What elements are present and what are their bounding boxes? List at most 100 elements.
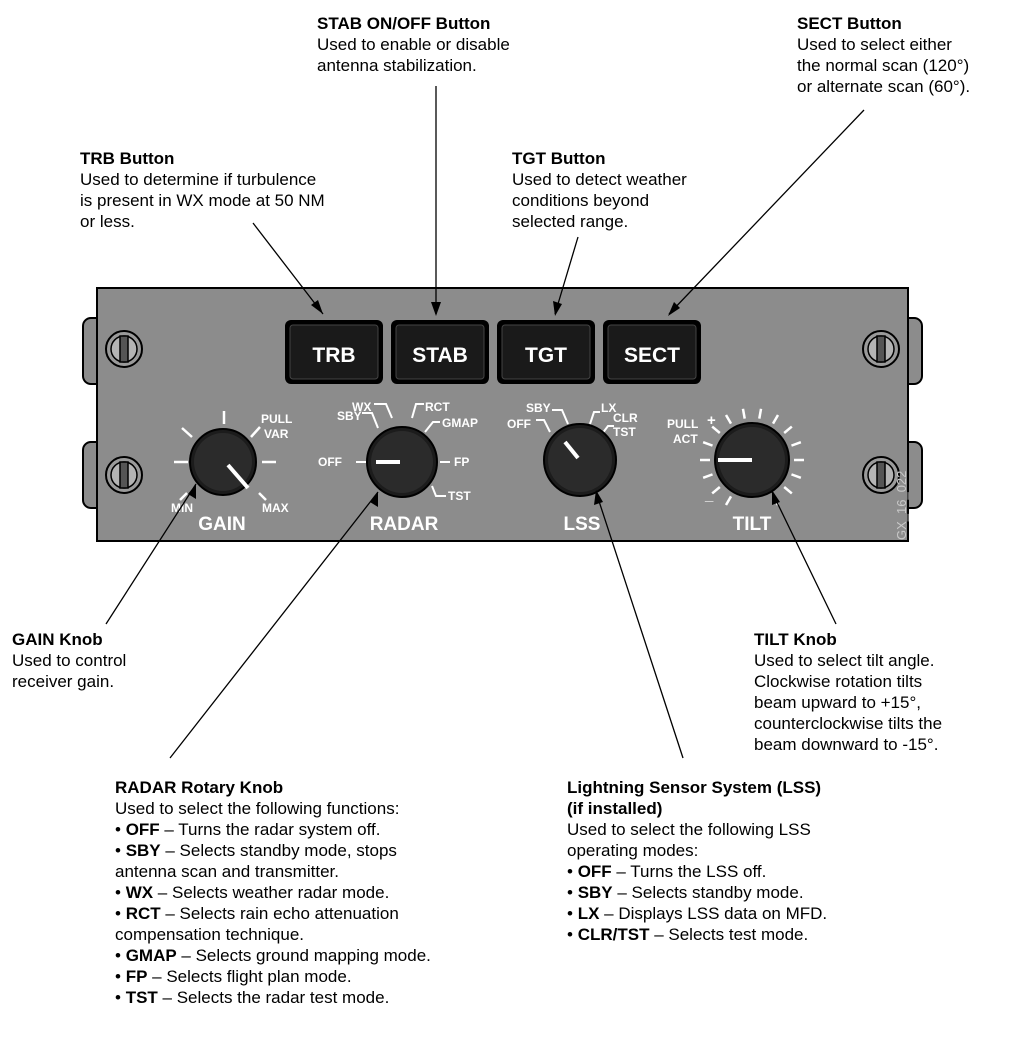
screw-icon: [105, 330, 143, 368]
leader-line-sect: [668, 109, 865, 315]
radar-knob[interactable]: [366, 426, 438, 498]
tilt-act-label: ACT: [673, 432, 698, 446]
sect-callout-title: SECT Button: [797, 14, 902, 33]
radar-fp-label: FP: [454, 455, 469, 469]
leader-line-trb: [252, 222, 324, 315]
radar-item-text: – Selects standby mode, stops: [160, 841, 397, 860]
lss-lx-label: LX: [601, 401, 616, 415]
tilt-scale-tick: [791, 473, 802, 479]
right-ear-bottom: [907, 441, 923, 509]
stab-callout-title: STAB ON/OFF Button: [317, 14, 491, 33]
gain-callout-line: receiver gain.: [12, 672, 115, 691]
radar-callout-title: RADAR Rotary Knob: [115, 778, 284, 797]
radar-rct-label: RCT: [425, 400, 450, 414]
radar-item-key: GMAP: [125, 946, 177, 965]
trb-callout-line: or less.: [80, 212, 135, 231]
tgt-callout-title: TGT Button: [512, 149, 606, 168]
lss-callout-intro: Used to select the following LSS: [567, 820, 811, 839]
gain-callout: GAIN Knob Used to control receiver gain.: [12, 629, 126, 692]
tilt-callout-line: Used to select tilt angle.: [754, 651, 935, 670]
lss-callout-title: (if installed): [567, 799, 663, 818]
lss-item-text: – Selects test mode.: [649, 925, 809, 944]
radar-callout: RADAR Rotary Knob Used to select the fol…: [115, 777, 431, 1008]
trb-button[interactable]: TRB: [285, 320, 383, 384]
radar-item-key: SBY: [125, 841, 161, 860]
radar-item: • OFF – Turns the radar system off.: [115, 820, 381, 839]
radar-wx-label: WX: [352, 400, 371, 414]
lss-item-key: SBY: [577, 883, 613, 902]
tilt-scale-tick: [724, 495, 733, 506]
radar-item-key: TST: [125, 988, 158, 1007]
tilt-callout-line: counterclockwise tilts the: [754, 714, 943, 733]
sect-callout: SECT Button Used to select either the no…: [797, 13, 970, 97]
gain-callout-title: GAIN Knob: [12, 630, 103, 649]
tilt-knob-scale: [700, 408, 804, 506]
lss-off-label: OFF: [507, 417, 531, 431]
leader-line-lss: [595, 491, 684, 759]
lss-item-key: LX: [577, 904, 600, 923]
tilt-callout: TILT Knob Used to select tilt angle. Clo…: [754, 629, 942, 755]
lss-item: • LX – Displays LSS data on MFD.: [567, 904, 828, 923]
tilt-scale-tick: [791, 441, 802, 447]
radar-item-key: RCT: [125, 904, 161, 923]
stab-callout: STAB ON/OFF Button Used to enable or dis…: [317, 13, 510, 76]
radar-item: • GMAP – Selects ground mapping mode.: [115, 946, 431, 965]
tilt-scale-tick: [702, 441, 713, 447]
leader-line-tilt: [771, 491, 837, 625]
lss-item: • OFF – Turns the LSS off.: [567, 862, 767, 881]
gain-var-label: VAR: [264, 427, 289, 441]
stab-button[interactable]: STAB: [391, 320, 489, 384]
tilt-scale-tick: [758, 408, 763, 419]
tilt-scale-tick: [711, 486, 721, 495]
radar-item-key: OFF: [125, 820, 160, 839]
sect-callout-line: or alternate scan (60°).: [797, 77, 971, 96]
radar-item-cont: compensation technique.: [115, 925, 305, 944]
radar-knob-scale: [356, 403, 450, 497]
radar-off-label: OFF: [318, 455, 342, 469]
sect-button[interactable]: SECT: [603, 320, 701, 384]
lss-callout-title: Lightning Sensor System (LSS): [567, 778, 822, 797]
radar-gmap-label: GMAP: [442, 416, 478, 430]
tilt-callout-line: beam downward to -15°.: [754, 735, 939, 754]
radar-item-cont: antenna scan and transmitter.: [115, 862, 339, 881]
lss-tst-label: TST: [613, 425, 636, 439]
tilt-knob[interactable]: [714, 422, 790, 498]
lss-item-text: – Turns the LSS off.: [611, 862, 767, 881]
radar-item-key: WX: [125, 883, 154, 902]
lss-knob-scale: [536, 409, 614, 435]
tilt-callout-title: TILT Knob: [754, 630, 837, 649]
lss-knob[interactable]: [543, 423, 617, 497]
figure-id: GX_16_022: [894, 471, 909, 540]
tilt-scale-tick: [741, 408, 746, 419]
screw-icon: [862, 330, 900, 368]
trb-callout-line: Used to determine if turbulence: [80, 170, 317, 189]
tilt-callout-line: beam upward to +15°,: [754, 693, 921, 712]
lss-item: • SBY – Selects standby mode.: [567, 883, 804, 902]
right-ear-top: [907, 317, 923, 385]
tgt-button[interactable]: TGT: [497, 320, 595, 384]
radar-sby-label: SBY: [337, 409, 362, 423]
radar-item-text: – Selects flight plan mode.: [147, 967, 352, 986]
left-ear-bottom: [82, 441, 98, 509]
tgt-callout-line: conditions beyond: [512, 191, 650, 210]
trb-button-label: TRB: [312, 344, 355, 367]
sect-button-label: SECT: [624, 344, 680, 367]
gain-max-label: MAX: [262, 501, 289, 515]
lss-sby-label: SBY: [526, 401, 551, 415]
gain-knob-pointer: [226, 463, 250, 490]
stab-button-label: STAB: [412, 344, 468, 367]
tgt-callout-line: Used to detect weather: [512, 170, 687, 189]
radar-item: • SBY – Selects standby mode, stops: [115, 841, 397, 860]
tgt-callout-line: selected range.: [512, 212, 629, 231]
trb-callout-title: TRB Button: [80, 149, 175, 168]
tgt-callout: TGT Button Used to detect weather condit…: [512, 148, 687, 232]
lss-item: • CLR/TST – Selects test mode.: [567, 925, 809, 944]
gain-knob-scale: [174, 411, 276, 501]
gain-knob-label: GAIN: [198, 514, 246, 535]
lss-item-text: – Selects standby mode.: [612, 883, 804, 902]
tilt-callout-line: Clockwise rotation tilts: [754, 672, 923, 691]
gain-knob[interactable]: [189, 428, 257, 496]
radar-item-text: – Selects ground mapping mode.: [176, 946, 431, 965]
leader-line-radar: [169, 491, 379, 759]
lss-item-key: CLR/TST: [577, 925, 650, 944]
